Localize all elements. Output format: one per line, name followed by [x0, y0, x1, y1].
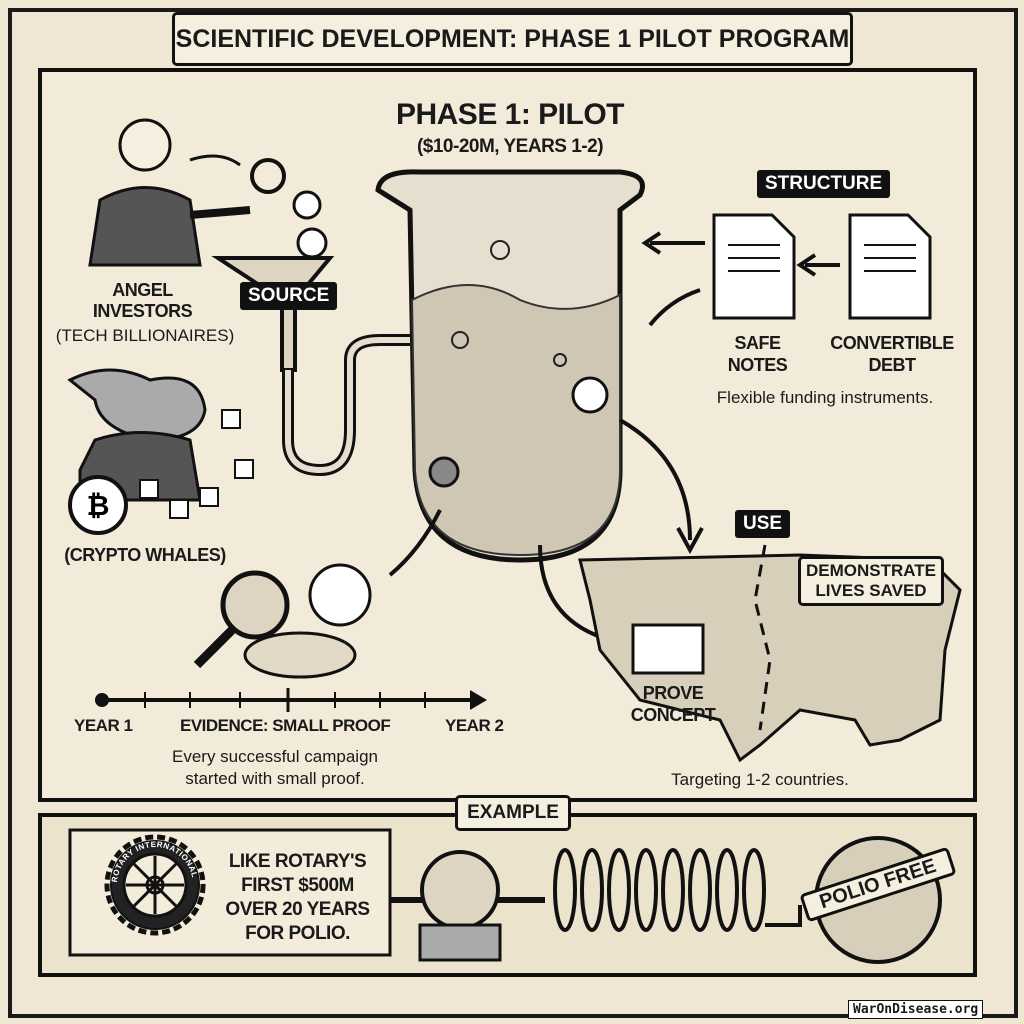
- flow-arrows: [388, 231, 840, 642]
- globe-icon: [571, 376, 609, 414]
- outer-frame: [8, 8, 1018, 1018]
- phase-subheading: ($10-20M, YEARS 1-2): [416, 136, 604, 157]
- example-tag: EXAMPLE: [455, 795, 571, 831]
- structure-tag: STRUCTURE: [757, 170, 891, 198]
- bitcoin-icon: [68, 475, 128, 535]
- timeline-evidence: EVIDENCE: SMALL PROOF: [180, 716, 391, 735]
- svg-text:₿: ₿: [87, 490, 110, 521]
- example-text: LIKE ROTARY'S FIRST $500M OVER 20 YEARS …: [225, 851, 370, 944]
- timeline-year1: YEAR 1: [74, 716, 133, 735]
- structure-caption: Flexible funding instruments.: [716, 388, 934, 407]
- rotary-logo-icon: ROTARY INTERNATIONAL: [104, 834, 206, 936]
- coil-tube-icon: [553, 848, 802, 932]
- document-icon: [712, 213, 932, 320]
- timeline-caption: Every successful campaign started with s…: [172, 747, 378, 788]
- angel-investors-label: ANGEL INVESTORS: [92, 280, 193, 321]
- hospital-icon: [631, 623, 705, 675]
- coin-icon: [292, 190, 322, 220]
- phase-heading: PHASE 1: PILOT: [395, 98, 625, 131]
- title-banner: SCIENTIFIC DEVELOPMENT: PHASE 1 PILOT PR…: [172, 12, 853, 66]
- safe-notes-label: SAFE NOTES: [727, 333, 788, 375]
- gear-icon: [250, 158, 286, 194]
- timeline: [95, 688, 487, 712]
- timeline-year2: YEAR 2: [445, 716, 504, 735]
- crypto-whales-label: (CRYPTO WHALES): [64, 545, 226, 565]
- angel-investor-figure: [88, 118, 251, 267]
- beaker-icon: [375, 169, 645, 563]
- watermark[interactable]: WarOnDisease.org: [848, 1000, 984, 1019]
- angel-investors-sublabel: (TECH BILLIONAIRES): [55, 326, 235, 345]
- use-caption: Targeting 1-2 countries.: [671, 770, 849, 789]
- map-icon: [578, 544, 962, 763]
- use-tag: USE: [735, 510, 791, 538]
- prove-concept-label: PROVE CONCEPT: [630, 683, 716, 725]
- flask-icon: [390, 850, 545, 962]
- source-tag: SOURCE: [240, 282, 338, 310]
- crypto-whale-figure: ₿: [67, 368, 254, 535]
- demonstrate-callout: DEMONSTRATE LIVES SAVED: [798, 556, 944, 606]
- person-bubble-icon: [308, 563, 372, 627]
- convertible-debt-label: CONVERTIBLE DEBT: [830, 333, 954, 375]
- coin-icon: [296, 227, 328, 259]
- magnifying-glass-icon: [193, 563, 372, 679]
